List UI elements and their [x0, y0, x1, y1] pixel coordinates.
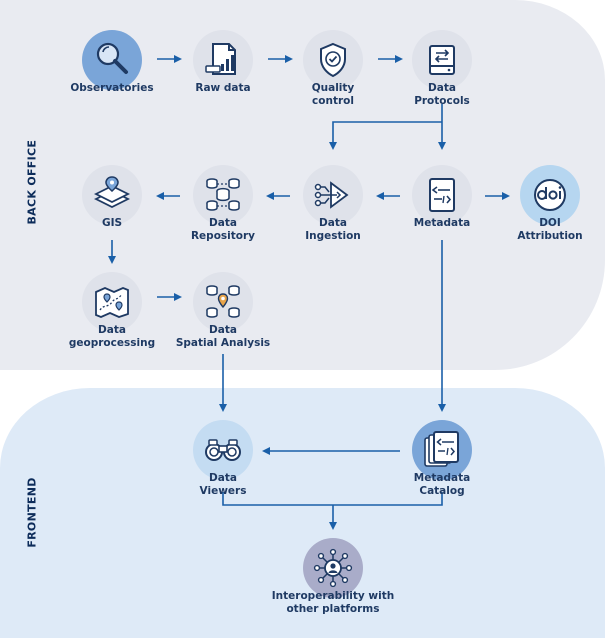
- data-ingestion-label-1: Data: [319, 217, 347, 229]
- metadata-circle: [412, 165, 472, 225]
- data-spatial-analysis-label-2: Spatial Analysis: [175, 337, 271, 349]
- metadata-label: Metadata: [413, 217, 471, 229]
- magnifier-icon: [96, 42, 128, 74]
- database-network-icon: [206, 178, 240, 211]
- data-viewers-label-1: Data: [209, 472, 237, 484]
- data-repository-label-1: Data: [209, 217, 237, 229]
- data-protocols-label-2: Protocols: [414, 95, 470, 107]
- node-raw-data: Raw data: [148, 30, 298, 95]
- data-protocols-label-1: Data: [428, 82, 456, 94]
- node-metadata: Metadata: [367, 165, 517, 230]
- data-spatial-analysis-circle: [193, 272, 253, 332]
- metadata-catalog-circle: [412, 420, 472, 480]
- data-geoprocessing-label-2: geoprocessing: [68, 337, 156, 349]
- data-viewers-label-2: Viewers: [199, 485, 247, 497]
- data-repository-circle: [193, 165, 253, 225]
- metadata-catalog-label-2: Catalog: [419, 485, 465, 497]
- document-chart-icon: [205, 43, 236, 75]
- doi-attribution-circle: [520, 165, 580, 225]
- metadata-catalog-label-1: Metadata: [413, 472, 471, 484]
- code-document-icon: [429, 178, 455, 212]
- observatories-label: Observatories: [70, 82, 154, 94]
- raw-data-label: Raw data: [195, 82, 251, 94]
- interoperability-label-2: other platforms: [286, 603, 380, 615]
- data-protocols-circle: [412, 30, 472, 90]
- code-documents-stack-icon: [424, 431, 459, 467]
- data-spatial-analysis-label-1: Data: [209, 324, 237, 336]
- arrow-protocols-ingestion: [329, 121, 442, 150]
- doi-attribution-label-2: Attribution: [517, 230, 583, 242]
- quality-control-label-1: Quality: [311, 82, 355, 94]
- raw-data-circle: [193, 30, 253, 90]
- data-repository-label-2: Repository: [190, 230, 256, 242]
- network-hub-icon: [313, 548, 353, 588]
- data-viewers-circle: [193, 420, 253, 480]
- observatories-circle: [82, 30, 142, 90]
- funnel-input-icon: [314, 181, 349, 209]
- doi-icon: [534, 179, 566, 211]
- quality-control-label-2: control: [312, 95, 354, 107]
- interoperability-circle: [303, 538, 363, 598]
- map-route-icon: [95, 287, 129, 318]
- quality-control-circle: [303, 30, 363, 90]
- map-layers-icon: [93, 176, 131, 209]
- binoculars-icon: [205, 439, 241, 461]
- database-pin-icon: [206, 285, 240, 318]
- data-ingestion-circle: [303, 165, 363, 225]
- interoperability-label-1: Interoperability with: [271, 590, 395, 602]
- node-gis: GIS: [37, 165, 187, 230]
- server-exchange-icon: [429, 45, 455, 75]
- data-geoprocessing-circle: [82, 272, 142, 332]
- node-observatories: Observatories: [37, 30, 187, 95]
- data-geoprocessing-label-1: Data: [98, 324, 126, 336]
- data-ingestion-label-2: Ingestion: [305, 230, 361, 242]
- shield-check-icon: [320, 42, 346, 78]
- doi-attribution-label-1: DOI: [539, 217, 561, 229]
- gis-label: GIS: [101, 217, 123, 229]
- frontend-panel: [0, 388, 605, 638]
- gis-circle: [82, 165, 142, 225]
